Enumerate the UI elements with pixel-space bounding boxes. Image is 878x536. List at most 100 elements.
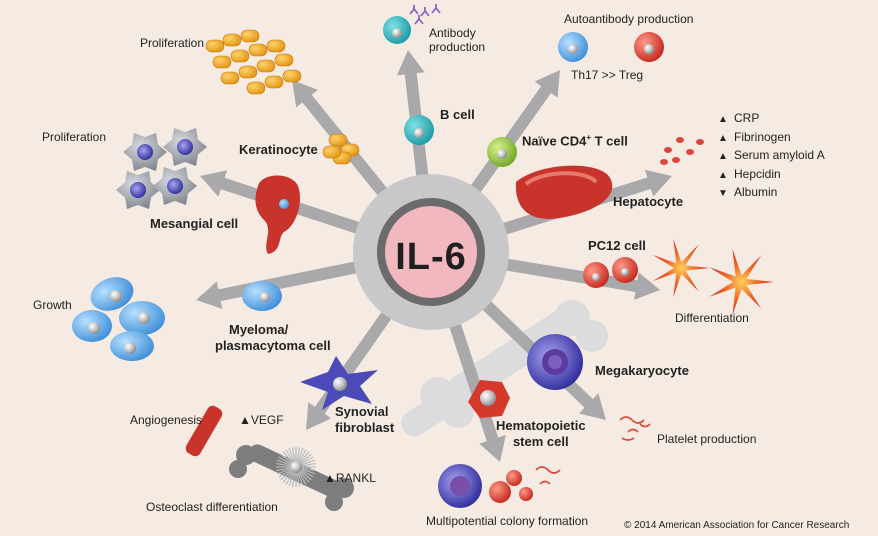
copyright: © 2014 American Association for Cancer R… <box>624 520 850 531</box>
osteoclast-spike <box>285 449 294 463</box>
osteoclast-spike <box>288 448 295 462</box>
osteoclast-spike <box>301 459 315 466</box>
synovial-label-line2: fibroblast <box>335 420 395 435</box>
protein-name: Albumin <box>734 185 778 199</box>
osteoclast-spike <box>277 468 291 475</box>
protein-name: Hepcidin <box>734 166 781 181</box>
protein-dot <box>672 157 680 163</box>
osteoclast-spike <box>285 471 294 485</box>
megakaryocyte-label: Megakaryocyte <box>595 363 689 378</box>
osteoclast-spike <box>298 471 307 485</box>
differentiation-label: Differentiation <box>675 311 749 325</box>
b-cell-label: B cell <box>440 107 475 122</box>
protein-dot <box>676 137 684 143</box>
t-cell-icons <box>487 32 664 167</box>
keratinocyte-cell <box>322 145 342 159</box>
mesangial-label: Mesangial cell <box>150 216 239 231</box>
megakaryocyte-icon <box>527 334 583 390</box>
spark-icon <box>652 238 710 298</box>
keratinocyte-cell <box>205 39 225 53</box>
synovial-label-line1: Synovial <box>335 404 389 419</box>
myeloma-label-line2: plasmacytoma cell <box>215 338 331 353</box>
osteoclast-spike <box>280 453 292 464</box>
th17-treg-label: Th17 >> Treg <box>571 68 644 82</box>
myeloma-label-line1: Myeloma/ <box>229 322 289 337</box>
arrow <box>499 257 660 300</box>
arrow <box>466 70 560 199</box>
mesangial-nucleus <box>167 178 183 194</box>
spark-icon <box>709 248 774 316</box>
protein-dot <box>660 159 668 165</box>
myeloma-label: Myeloma/ plasmacytoma cell <box>215 322 331 354</box>
differentiated-neuron-icons <box>652 238 774 316</box>
keratinocyte-cell <box>264 75 284 89</box>
hsc-label: Hematopoietic stem cell <box>496 418 586 450</box>
osteoclast-spike <box>300 469 314 478</box>
osteoclast-spike <box>300 456 314 465</box>
osteoclast-spike <box>300 453 312 464</box>
angiogenesis-label: Angiogenesis <box>130 413 203 427</box>
acute-phase-protein-dots <box>660 137 704 165</box>
osteoclast-spike <box>277 459 291 466</box>
mesangial-nucleus <box>177 139 193 155</box>
keratinocyte-cell <box>222 33 242 47</box>
protein-dot <box>686 149 694 155</box>
rankl-label: ▲RANKL <box>324 471 376 485</box>
hsc-label-line2: stem cell <box>512 434 569 449</box>
keratinocyte-cell <box>328 133 348 147</box>
b-cell-icons <box>383 16 434 145</box>
osteoclast-spike <box>276 467 291 472</box>
keratinocyte-cell <box>212 55 232 69</box>
hsc-label-line1: Hematopoietic <box>496 418 586 433</box>
keratinocyte-cell <box>282 69 302 83</box>
protein-dot <box>664 147 672 153</box>
keratinocyte-cell <box>220 71 240 85</box>
keratinocyte-cell <box>246 81 266 95</box>
protein-name: Serum amyloid A <box>734 148 825 162</box>
keratinocyte-cell <box>274 53 294 67</box>
osteoclast-spike <box>301 468 315 475</box>
up-arrow-icon: ▲ <box>718 169 728 181</box>
bone-large <box>401 300 608 437</box>
osteoclast-nucleus <box>290 461 302 473</box>
keratinocyte-cell <box>240 29 260 43</box>
protein-name: CRP <box>734 111 760 125</box>
naive-t-cell-suffix: T cell <box>590 133 628 149</box>
mesangial-effect: Proliferation <box>42 130 107 144</box>
platelet-label: Platelet production <box>657 432 757 446</box>
antibody-icon <box>409 4 441 25</box>
protein-dot <box>696 139 704 145</box>
keratinocyte-cells <box>205 29 360 165</box>
osteoclast-label: Osteoclast differentiation <box>146 500 278 514</box>
keratinocyte-cell <box>256 59 276 73</box>
il6-center <box>353 174 509 330</box>
b-cell-effect-line2: production <box>429 40 486 54</box>
osteoclast-spike <box>298 449 307 463</box>
keratinocyte-effect: Proliferation <box>140 36 205 50</box>
osteoclast-spike <box>299 471 310 483</box>
osteoclast-spike <box>280 470 292 481</box>
protein-row: ▲Fibrinogen <box>718 129 825 148</box>
synovial-fibroblast-icon <box>300 356 378 410</box>
naive-t-cell-label: Naïve CD4+ T cell <box>522 133 628 148</box>
synovial-label: Synovial fibroblast <box>335 404 394 436</box>
up-arrow-icon: ▲ <box>718 151 728 162</box>
platelet <box>639 423 651 428</box>
il6-label: IL-6 <box>395 236 467 278</box>
keratinocyte-label: Keratinocyte <box>239 142 318 157</box>
colony-icons <box>438 464 561 508</box>
up-arrow-icon: ▲ <box>718 114 728 125</box>
osteoclast-spike <box>299 451 310 463</box>
osteoclast-spike <box>301 462 316 467</box>
keratinocyte-cell <box>238 65 258 79</box>
pc12-icons <box>583 257 638 288</box>
down-arrow-icon: ▼ <box>718 188 728 199</box>
protein-row: ▲ CRP <box>718 110 825 129</box>
protein-name: Fibrinogen <box>734 129 791 144</box>
osteoclast-spike <box>301 467 316 472</box>
protein-row: ▼ Albumin <box>718 184 825 203</box>
autoantibody-label: Autoantibody production <box>564 12 694 26</box>
mesangial-nucleus <box>130 182 146 198</box>
osteoclast-spike <box>296 447 301 462</box>
